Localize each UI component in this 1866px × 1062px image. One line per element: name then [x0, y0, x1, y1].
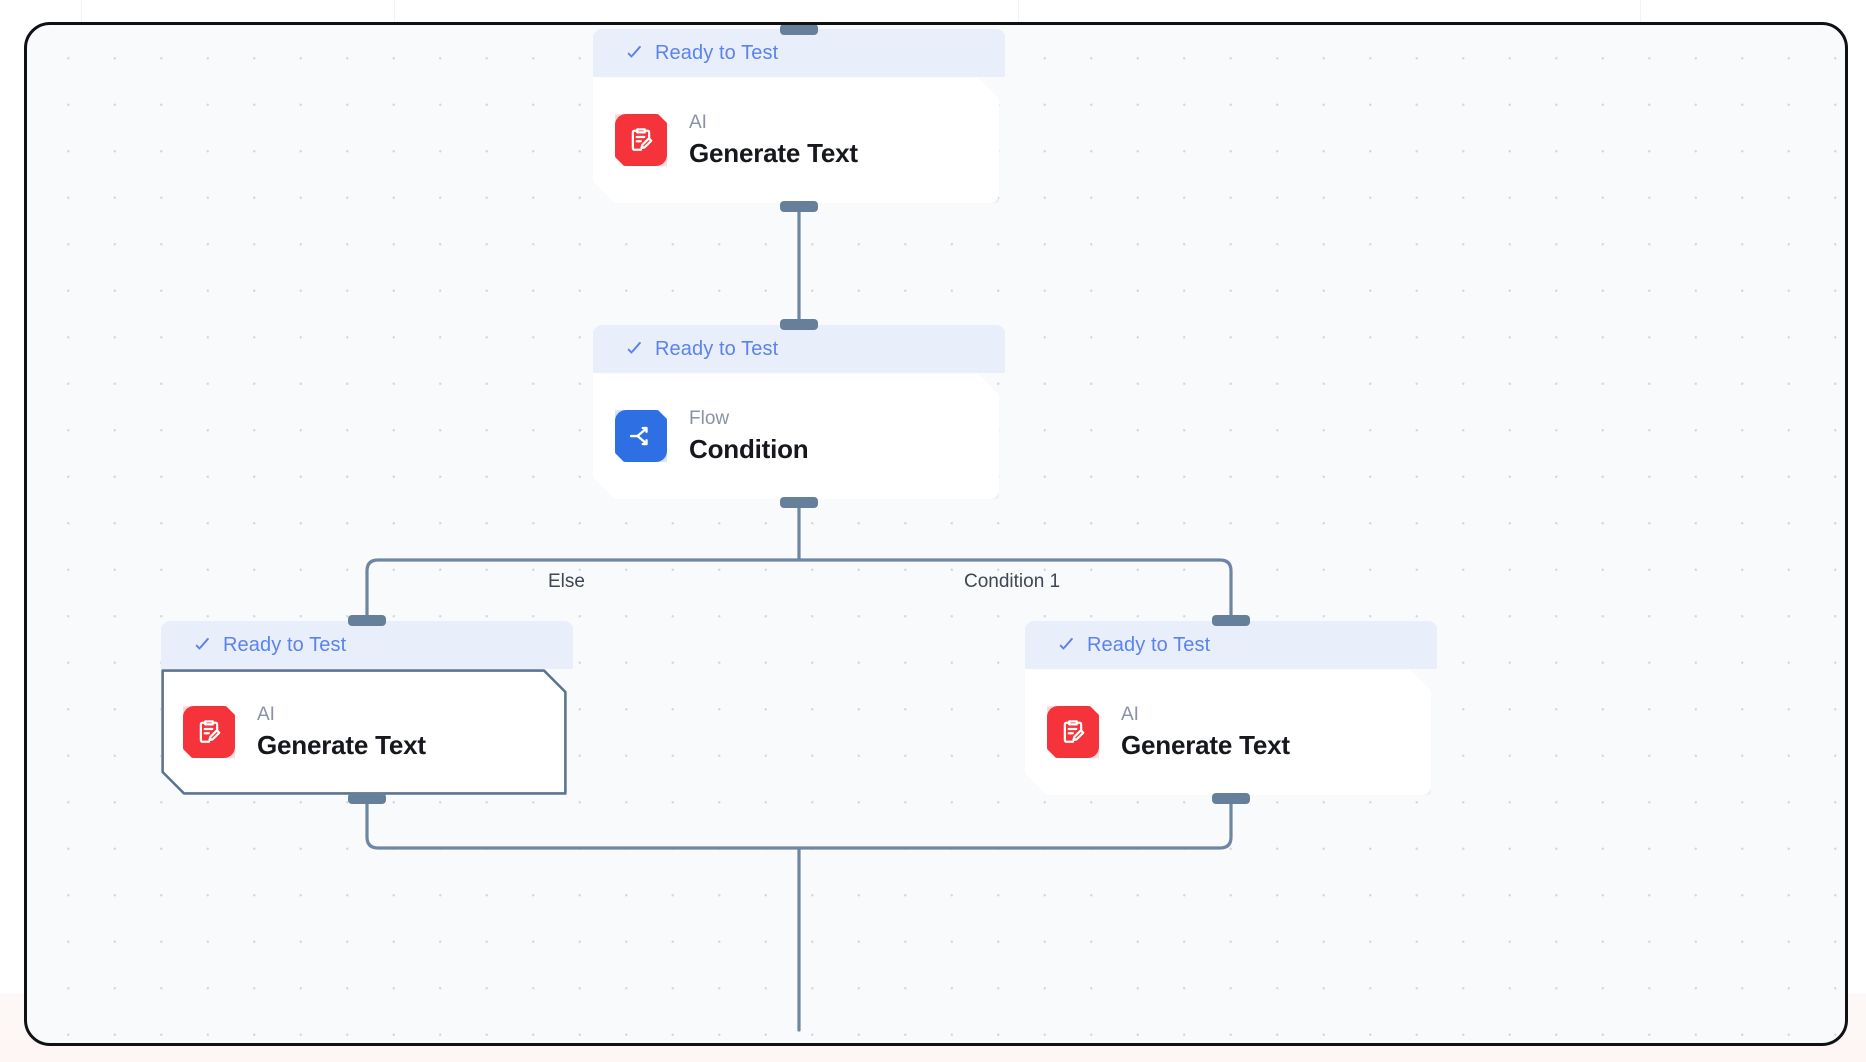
node-title-label: Generate Text [689, 137, 858, 168]
node-kind-label: Flow [689, 407, 730, 429]
node-output-handle[interactable] [780, 201, 818, 212]
node-input-handle[interactable] [1212, 615, 1250, 626]
node-input-handle[interactable] [780, 25, 818, 35]
node-generate-text-condition1[interactable]: Ready to Test AI Generate Text [1025, 615, 1437, 804]
node-body[interactable]: AI Generate Text [593, 77, 999, 203]
edge-label-condition-1: Condition 1 [964, 571, 1061, 592]
edge-label-else: Else [548, 571, 585, 592]
node-status-label: Ready to Test [1087, 633, 1211, 656]
node-status-bar: Ready to Test [161, 621, 573, 669]
node-status-bar: Ready to Test [593, 325, 1005, 373]
node-text-group: Flow Condition [689, 407, 809, 465]
node-kind-label: AI [257, 703, 275, 725]
node-output-handle[interactable] [1212, 793, 1250, 804]
node-body[interactable]: AI Generate Text [161, 669, 567, 795]
node-output-handle[interactable] [348, 793, 386, 804]
clipboard-pencil-icon [183, 706, 235, 758]
check-icon [627, 341, 644, 358]
clipboard-pencil-icon [615, 114, 667, 166]
node-generate-text-else[interactable]: Ready to Test AI Generate Text [161, 615, 573, 804]
check-icon [627, 45, 644, 62]
node-text-group: AI Generate Text [257, 703, 426, 761]
node-text-group: AI Generate Text [1121, 703, 1290, 761]
node-generate-text-top[interactable]: Ready to Test AI Generate Text [593, 25, 1005, 212]
node-kind-label: AI [689, 111, 707, 133]
node-status-label: Ready to Test [655, 337, 779, 360]
node-output-handle[interactable] [780, 497, 818, 508]
node-status-bar: Ready to Test [1025, 621, 1437, 669]
node-kind-label: AI [1121, 703, 1139, 725]
node-status-label: Ready to Test [655, 41, 779, 64]
workflow-canvas[interactable]: Else Condition 1 Ready to Test AI Genera… [24, 22, 1848, 1046]
check-icon [195, 637, 212, 654]
node-input-handle[interactable] [780, 319, 818, 330]
node-status-bar: Ready to Test [593, 29, 1005, 77]
node-title-label: Generate Text [1121, 729, 1290, 760]
node-body[interactable]: AI Generate Text [1025, 669, 1431, 795]
node-condition[interactable]: Ready to Test Flow Condition [593, 319, 1005, 508]
check-icon [1059, 637, 1076, 654]
node-title-label: Generate Text [257, 729, 426, 760]
node-title-label: Condition [689, 433, 809, 464]
node-status-label: Ready to Test [223, 633, 347, 656]
node-input-handle[interactable] [348, 615, 386, 626]
clipboard-pencil-icon [1047, 706, 1099, 758]
branch-split-icon [615, 410, 667, 462]
node-body[interactable]: Flow Condition [593, 373, 999, 499]
node-text-group: AI Generate Text [689, 111, 858, 169]
